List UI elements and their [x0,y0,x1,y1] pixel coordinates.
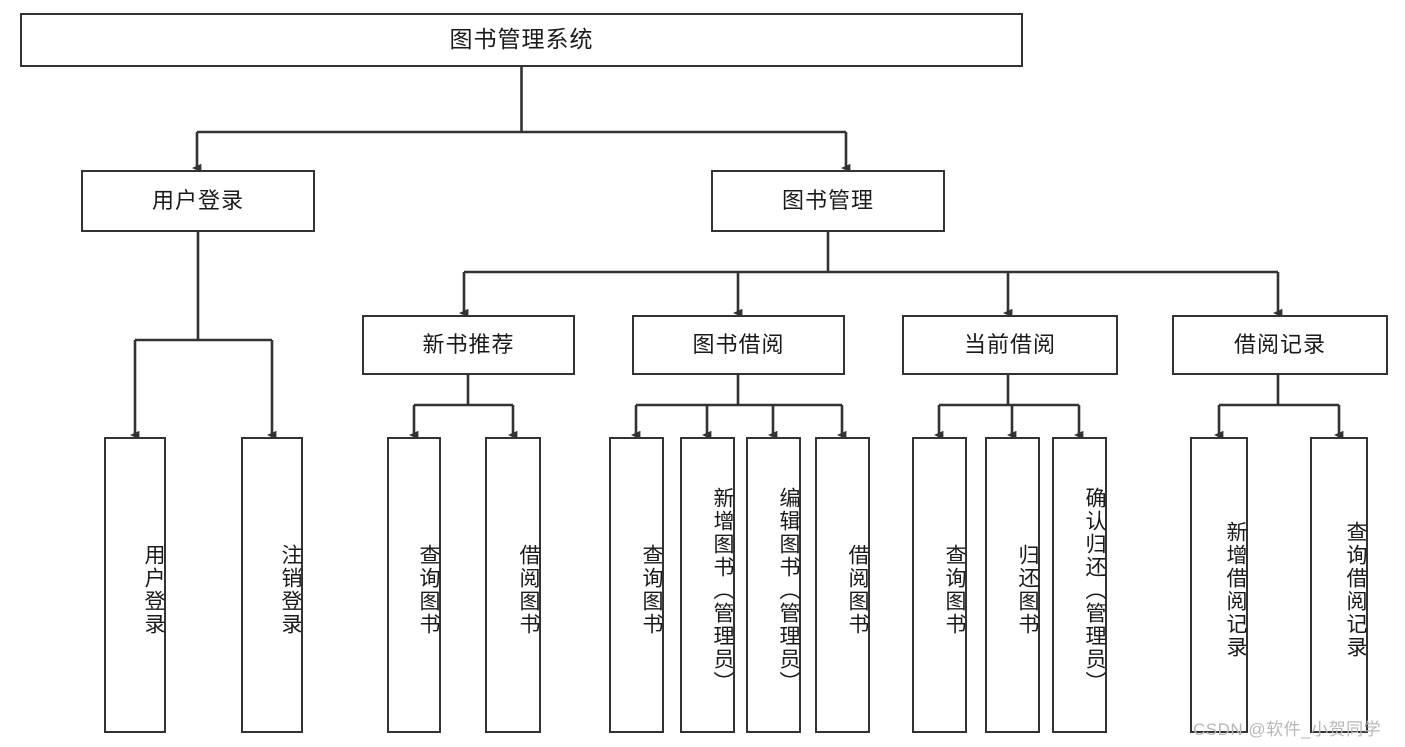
node-leaf-br-query-record[interactable]: 查询借阅记录 [1310,437,1368,733]
node-leaf-cb-return-book[interactable]: 归还图书 [985,437,1040,733]
node-current-borrow[interactable]: 当前借阅 [902,315,1118,375]
node-leaf-rec-borrow-book-label: 借阅图书 [517,544,540,636]
node-leaf-cb-query-book-label: 查询图书 [943,544,966,636]
node-root-system[interactable]: 图书管理系统 [20,13,1023,67]
node-book-borrow-label: 图书借阅 [692,331,785,357]
node-borrow-record[interactable]: 借阅记录 [1172,315,1388,375]
node-leaf-bb-borrow-book[interactable]: 借阅图书 [815,437,870,733]
node-leaf-bb-query-book[interactable]: 查询图书 [609,437,664,733]
node-leaf-cb-confirm-return[interactable]: 确认归还（管理员） [1052,437,1107,733]
node-leaf-cb-return-book-label: 归还图书 [1016,544,1039,636]
node-book-manage-label: 图书管理 [781,187,874,213]
node-leaf-rec-borrow-book[interactable]: 借阅图书 [485,437,541,733]
node-leaf-bb-query-book-label: 查询图书 [640,544,663,636]
node-user-login[interactable]: 用户登录 [81,170,315,232]
node-leaf-br-query-record-label: 查询借阅记录 [1344,521,1367,659]
node-leaf-user-logout-label: 注销登录 [279,544,302,636]
node-leaf-bb-edit-book[interactable]: 编辑图书（管理员） [746,437,801,733]
node-book-borrow[interactable]: 图书借阅 [632,315,845,375]
node-leaf-bb-add-book[interactable]: 新增图书（管理员） [680,437,735,733]
node-leaf-bb-edit-book-label: 编辑图书（管理员） [777,486,800,694]
node-leaf-cb-query-book[interactable]: 查询图书 [912,437,967,733]
node-new-book-recommend[interactable]: 新书推荐 [362,315,575,375]
node-leaf-br-add-record[interactable]: 新增借阅记录 [1190,437,1248,733]
node-borrow-record-label: 借阅记录 [1233,331,1326,357]
node-leaf-rec-query-book[interactable]: 查询图书 [387,437,441,733]
node-leaf-user-login[interactable]: 用户登录 [104,437,166,733]
node-leaf-user-logout[interactable]: 注销登录 [241,437,303,733]
node-leaf-user-login-label: 用户登录 [142,544,165,636]
node-leaf-br-add-record-label: 新增借阅记录 [1224,521,1247,659]
node-leaf-cb-confirm-return-label: 确认归还（管理员） [1083,486,1106,694]
node-current-borrow-label: 当前借阅 [963,331,1056,357]
node-new-book-recommend-label: 新书推荐 [422,331,515,357]
node-book-manage[interactable]: 图书管理 [711,170,945,232]
csdn-watermark: CSDN @软件_小贺同学 [1193,720,1382,739]
node-leaf-rec-query-book-label: 查询图书 [417,544,440,636]
node-leaf-bb-borrow-book-label: 借阅图书 [846,544,869,636]
node-leaf-bb-add-book-label: 新增图书（管理员） [711,486,734,694]
node-user-login-label: 用户登录 [151,187,244,213]
node-root-system-label: 图书管理系统 [449,26,594,53]
